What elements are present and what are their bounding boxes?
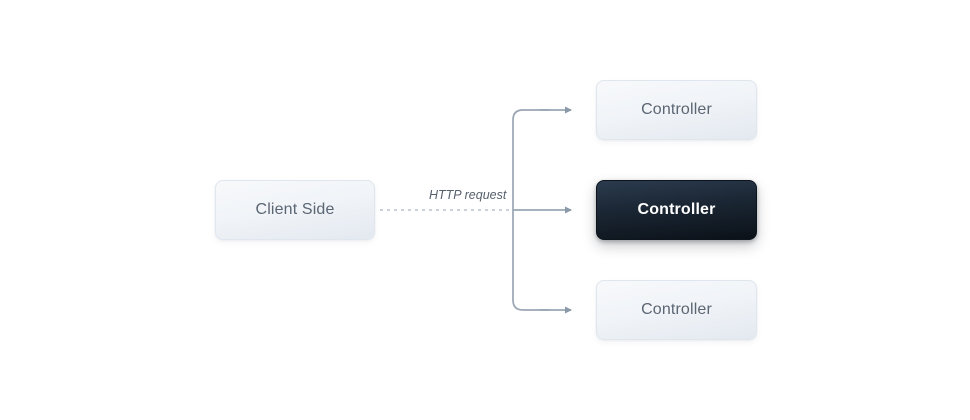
node-client-side[interactable]: Client Side — [215, 180, 375, 240]
node-controller-0[interactable]: Controller — [596, 80, 757, 140]
edge-branch-trunk — [512, 109, 550, 311]
node-controller-0-label: Controller — [641, 101, 712, 118]
node-controller-2[interactable]: Controller — [596, 280, 757, 340]
edge-label-http-request: HTTP request — [429, 188, 507, 202]
node-controller-1-active[interactable]: Controller — [596, 180, 757, 240]
node-controller-1-label: Controller — [637, 201, 716, 218]
node-client-side-label: Client Side — [255, 201, 335, 218]
node-controller-2-label: Controller — [641, 301, 712, 318]
